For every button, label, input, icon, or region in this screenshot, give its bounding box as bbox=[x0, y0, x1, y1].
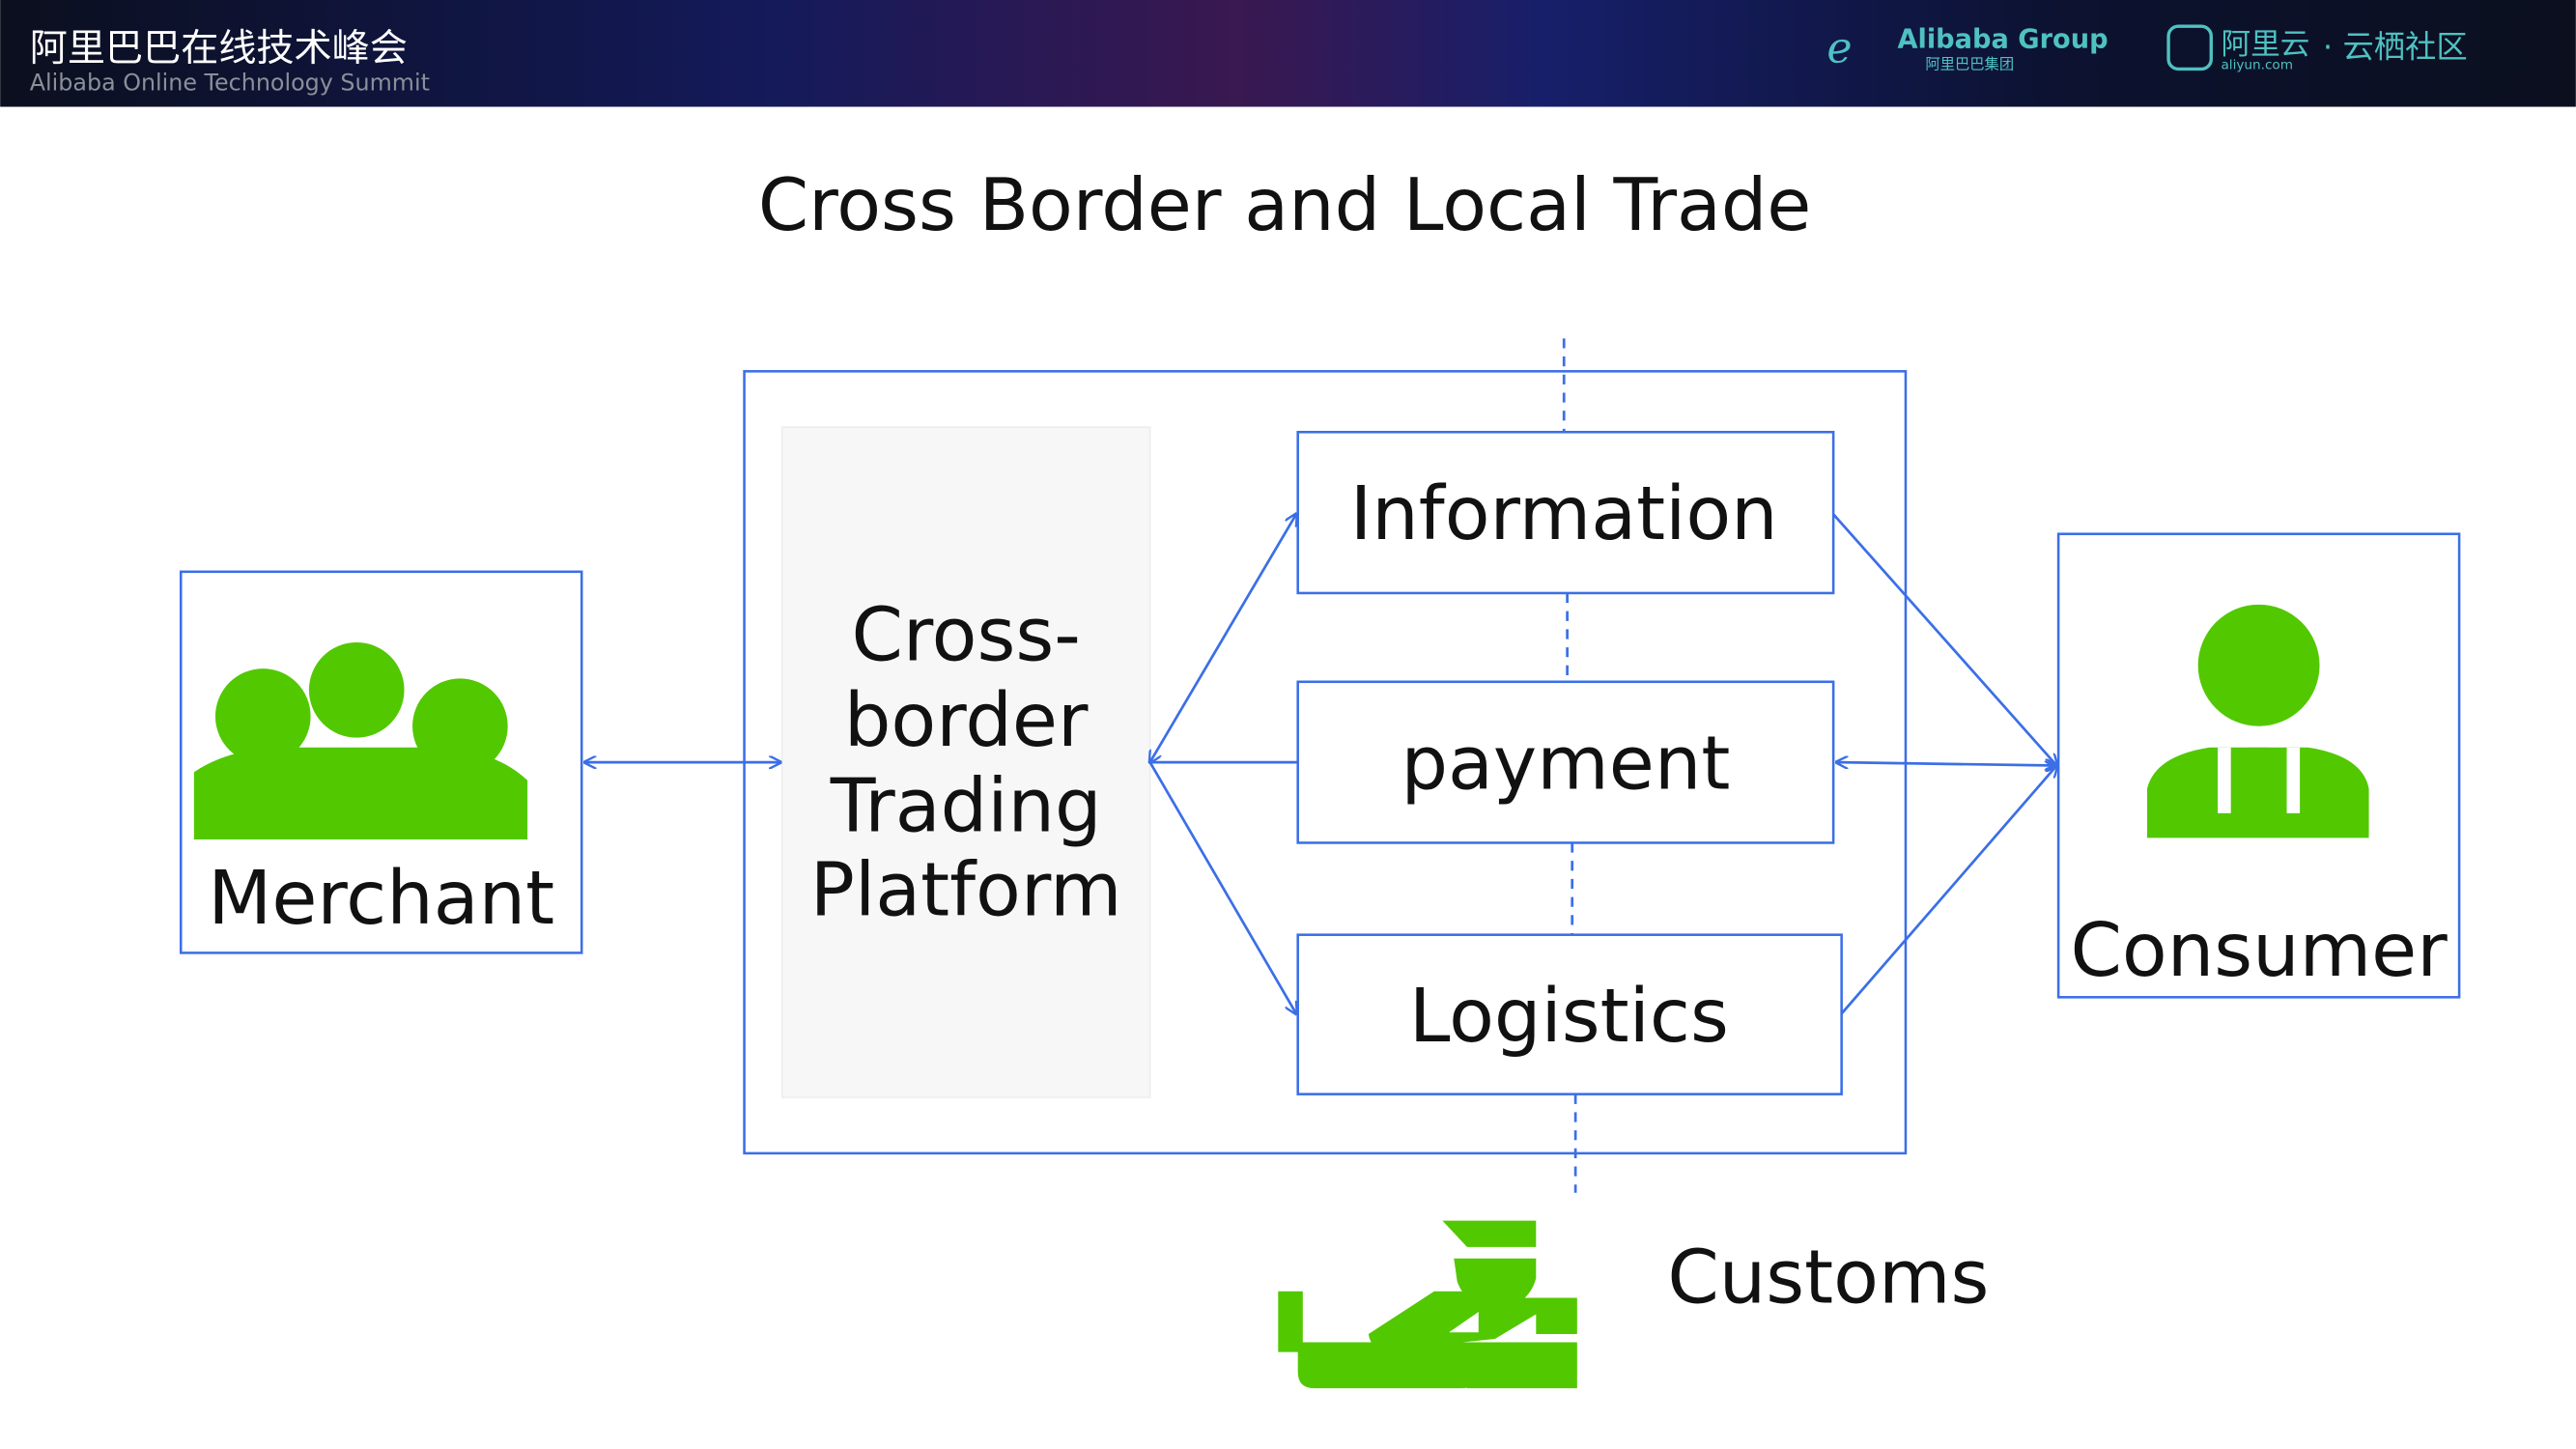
payment-label: payment bbox=[1401, 721, 1730, 807]
logistics-label: Logistics bbox=[1409, 974, 1729, 1060]
information-consumer-arrow bbox=[1832, 513, 2056, 765]
information-box bbox=[1296, 431, 1835, 595]
aliyun-logo-icon bbox=[2166, 24, 2213, 71]
customs-officer-icon bbox=[1278, 1220, 1577, 1389]
consumer-person-icon bbox=[2146, 604, 2369, 838]
header-banner: 阿里巴巴在线技术峰会 Alibaba Online Technology Sum… bbox=[0, 0, 2576, 107]
consumer-label: Consumer bbox=[2071, 908, 2449, 994]
customs-label: Customs bbox=[1667, 1236, 1989, 1321]
alibaba-group-logo-cn: 阿里巴巴集团 bbox=[1925, 55, 2014, 72]
alibaba-group-logo: Alibaba Group bbox=[1897, 24, 2108, 54]
platform-label-line: Cross- bbox=[851, 593, 1080, 679]
platform-label-line: border bbox=[844, 678, 1089, 764]
event-title-en: Alibaba Online Technology Summit bbox=[30, 70, 430, 97]
platform-label: Cross- border Trading Platform bbox=[810, 593, 1122, 934]
logistics-box bbox=[1296, 933, 1843, 1095]
logistics-consumer-arrow bbox=[1840, 766, 2057, 1015]
payment-box bbox=[1296, 680, 1835, 844]
platform-information-arrow bbox=[1150, 514, 1296, 762]
platform-label-line: Trading bbox=[830, 764, 1102, 850]
merchant-label: Merchant bbox=[208, 856, 554, 942]
payment-consumer-arrow bbox=[1837, 762, 2057, 765]
event-title-cn: 阿里巴巴在线技术峰会 bbox=[30, 27, 408, 71]
slide-title: Cross Border and Local Trade bbox=[758, 163, 1811, 247]
information-label: Information bbox=[1350, 471, 1778, 557]
yunqi-logo: · 云栖社区 bbox=[2323, 29, 2468, 66]
aliyun-logo: 阿里云 bbox=[2221, 28, 2309, 62]
aliyun-domain: aliyun.com bbox=[2221, 57, 2293, 72]
alibaba-logo-icon: ℯ bbox=[1826, 24, 1852, 73]
platform-box bbox=[780, 426, 1151, 1098]
merchant-group-icon bbox=[193, 641, 528, 840]
platform-logistics-arrow bbox=[1148, 761, 1296, 1013]
platform-label-line: Platform bbox=[810, 847, 1122, 933]
